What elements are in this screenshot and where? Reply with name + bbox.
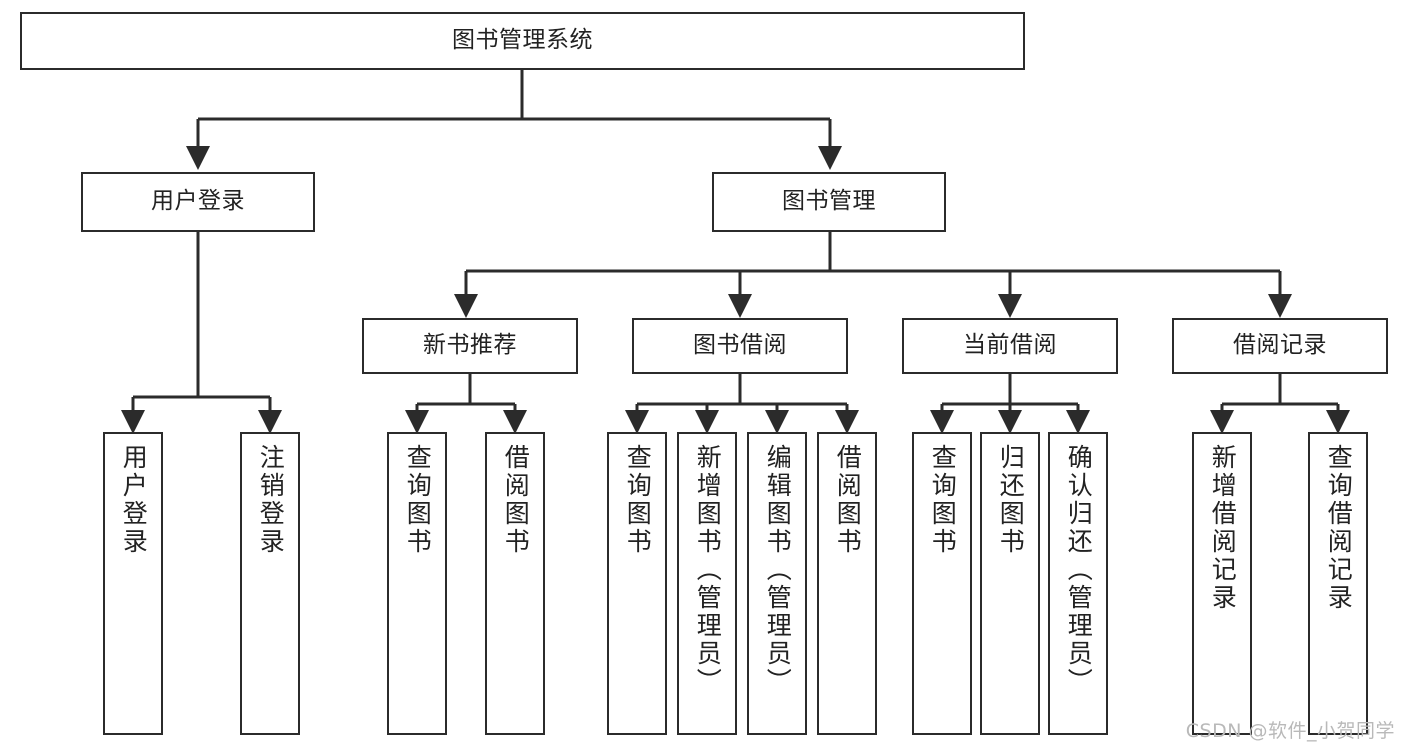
node-new-book-recommend[interactable]: 新书推荐 [362, 318, 578, 374]
node-label: 图书管理 [782, 188, 876, 215]
leaf-new-book-query[interactable]: 查询图书 [387, 432, 447, 735]
node-label: 确认归还（管理员） [1064, 444, 1094, 696]
node-label: 查询借阅记录 [1324, 444, 1354, 612]
node-label: 查询图书 [928, 444, 958, 556]
node-label: 新书推荐 [423, 332, 517, 359]
node-user-login[interactable]: 用户登录 [81, 172, 315, 232]
leaf-current-borrow-return[interactable]: 归还图书 [980, 432, 1040, 735]
leaf-current-borrow-confirm-return-admin[interactable]: 确认归还（管理员） [1048, 432, 1108, 735]
node-borrow-record[interactable]: 借阅记录 [1172, 318, 1388, 374]
csdn-watermark: CSDN @软件_小贺同学 [1185, 720, 1395, 742]
leaf-user-login-login[interactable]: 用户登录 [103, 432, 163, 735]
node-book-management[interactable]: 图书管理 [712, 172, 946, 232]
node-label: 借阅图书 [833, 444, 863, 556]
node-label: 当前借阅 [963, 332, 1057, 359]
leaf-book-borrow-edit-book-admin[interactable]: 编辑图书（管理员） [747, 432, 807, 735]
leaf-user-login-logout[interactable]: 注销登录 [240, 432, 300, 735]
node-label: 图书管理系统 [452, 27, 593, 54]
node-label: 新增借阅记录 [1208, 444, 1238, 612]
node-current-borrow[interactable]: 当前借阅 [902, 318, 1118, 374]
leaf-borrow-record-query[interactable]: 查询借阅记录 [1308, 432, 1368, 735]
leaf-book-borrow-query[interactable]: 查询图书 [607, 432, 667, 735]
node-label: 查询图书 [623, 444, 653, 556]
node-label: 编辑图书（管理员） [763, 444, 793, 696]
node-label: 图书借阅 [693, 332, 787, 359]
node-book-borrow[interactable]: 图书借阅 [632, 318, 848, 374]
node-label: 注销登录 [256, 444, 286, 556]
node-label: 查询图书 [403, 444, 433, 556]
node-label: 用户登录 [119, 444, 149, 556]
leaf-book-borrow-borrow-book[interactable]: 借阅图书 [817, 432, 877, 735]
node-root-book-management-system[interactable]: 图书管理系统 [20, 12, 1025, 70]
leaf-book-borrow-add-book-admin[interactable]: 新增图书（管理员） [677, 432, 737, 735]
leaf-new-book-borrow[interactable]: 借阅图书 [485, 432, 545, 735]
leaf-current-borrow-query[interactable]: 查询图书 [912, 432, 972, 735]
node-label: 借阅记录 [1233, 332, 1327, 359]
node-label: 新增图书（管理员） [693, 444, 723, 696]
node-label: 用户登录 [151, 188, 245, 215]
node-label: 借阅图书 [501, 444, 531, 556]
leaf-borrow-record-add[interactable]: 新增借阅记录 [1192, 432, 1252, 735]
node-label: 归还图书 [996, 444, 1026, 556]
